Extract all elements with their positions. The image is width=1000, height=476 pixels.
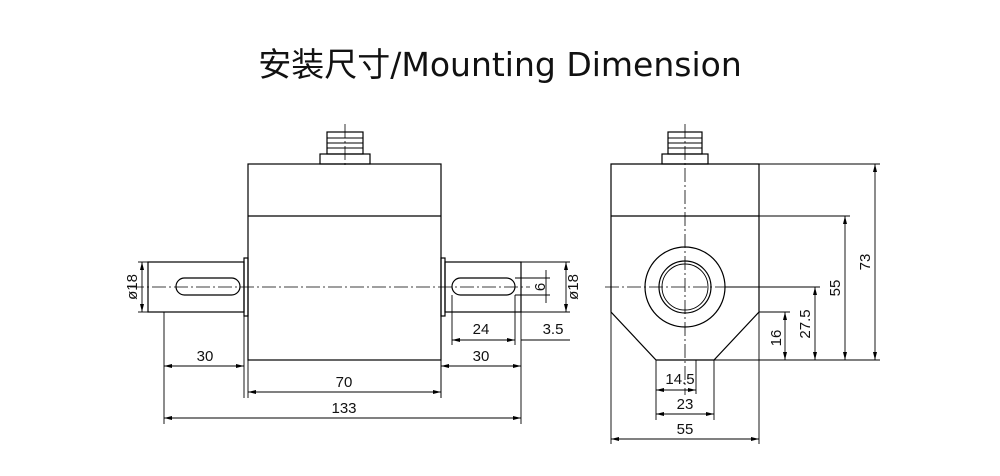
dim-key-length: 24 xyxy=(473,321,490,338)
dim-width-55: 55 xyxy=(677,421,694,438)
side-view: 14.5 23 55 16 27.5 55 xyxy=(605,124,880,444)
dim-height-55: 55 xyxy=(827,280,844,297)
dim-left-diameter: ø18 xyxy=(124,274,141,300)
dim-height-73: 73 xyxy=(857,254,874,271)
dim-key-width: 6 xyxy=(532,283,549,291)
front-body xyxy=(247,163,442,361)
dim-left-shaft-length: 30 xyxy=(197,348,214,365)
left-keyway xyxy=(175,277,241,296)
dim-body-length: 70 xyxy=(336,374,353,391)
dim-overall-length: 133 xyxy=(331,400,356,417)
dim-height-27-5: 27.5 xyxy=(797,309,814,338)
dim-right-shaft-length: 30 xyxy=(473,348,490,365)
right-keyway xyxy=(451,277,516,296)
page-title: 安装尺寸/Mounting Dimension xyxy=(258,45,742,84)
dim-key-offset: 3.5 xyxy=(543,321,564,338)
dim-height-16: 16 xyxy=(768,330,785,347)
front-view: ø18 ø18 6 24 3.5 30 30 xyxy=(124,124,582,424)
dim-width-14-5: 14.5 xyxy=(665,371,694,388)
dim-right-diameter: ø18 xyxy=(565,274,582,300)
dim-width-23: 23 xyxy=(677,396,694,413)
